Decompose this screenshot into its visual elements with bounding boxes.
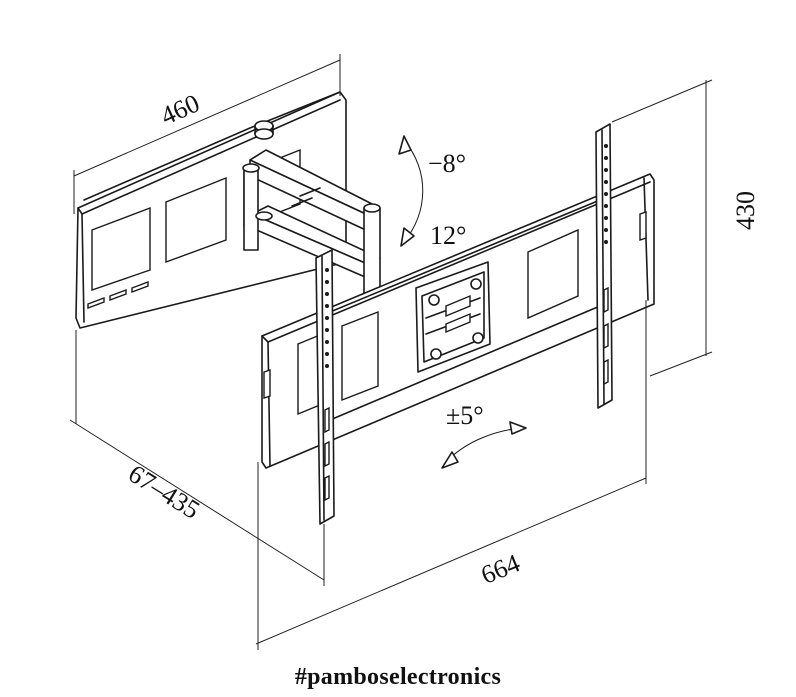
watermark-hashtag: #pamboselectronics (294, 664, 502, 690)
label-tilt-down: 12° (430, 221, 466, 250)
tilt-arrow (398, 135, 424, 247)
label-depth: 67–435 (123, 459, 205, 525)
swivel-arrow (441, 421, 527, 469)
label-swivel: ±5° (446, 401, 484, 430)
dimension-depth (69, 330, 325, 586)
tv-rail-left (315, 249, 335, 525)
wall-plate (75, 91, 347, 329)
dimension-width-top (73, 54, 341, 214)
label-tilt-up: −8° (428, 149, 466, 178)
articulating-arms (242, 149, 381, 301)
label-height: 430 (731, 191, 760, 230)
label-width-bottom: 664 (477, 548, 524, 589)
dimension-height (611, 79, 713, 377)
center-mount-block (415, 261, 491, 373)
tv-rail-right (595, 123, 613, 409)
label-width-top: 460 (156, 88, 203, 130)
dimension-width-bottom (255, 300, 647, 650)
